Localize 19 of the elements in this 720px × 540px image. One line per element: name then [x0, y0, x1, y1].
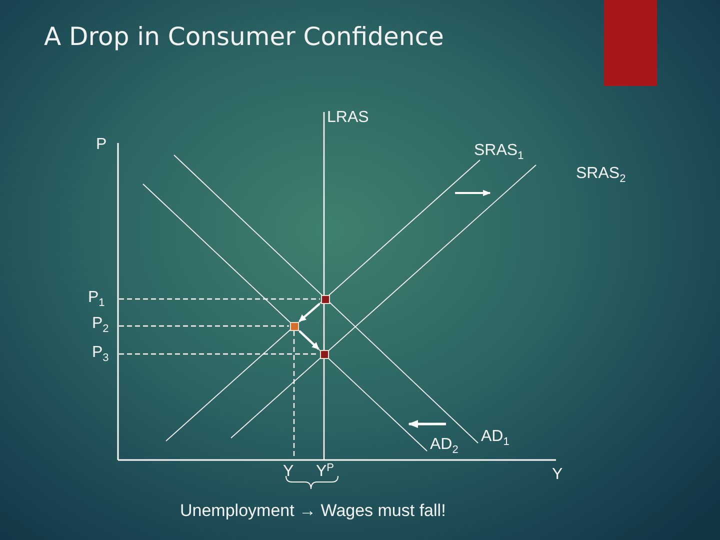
curve-label: SRAS$_{2}$ [576, 166, 626, 182]
curve-label: LRAS [327, 110, 369, 126]
curve-label: AD$_{1}$ [481, 429, 510, 445]
curve-label: AD$_{2}$ [430, 437, 458, 453]
axis-label: Y [552, 467, 563, 483]
arrow [298, 330, 320, 350]
curve-label: SRAS$_{1}$ [474, 143, 524, 159]
note-text: Unemployment → Wages must fall! [180, 502, 446, 519]
output-label: Y [283, 464, 294, 480]
slide-title: A Drop in Consumer Confidence [44, 22, 444, 52]
price-label: P$_{3}$ [92, 345, 109, 361]
point-marker-icon [320, 294, 330, 304]
axis-label: P [96, 137, 107, 153]
arrow [298, 302, 320, 322]
price-label: P$_{1}$ [88, 290, 105, 306]
price-label: P$_{2}$ [92, 316, 109, 332]
point-marker-icon [290, 322, 298, 330]
point-marker-icon [320, 350, 328, 358]
output-label: Y$^{P}$ [316, 464, 334, 480]
